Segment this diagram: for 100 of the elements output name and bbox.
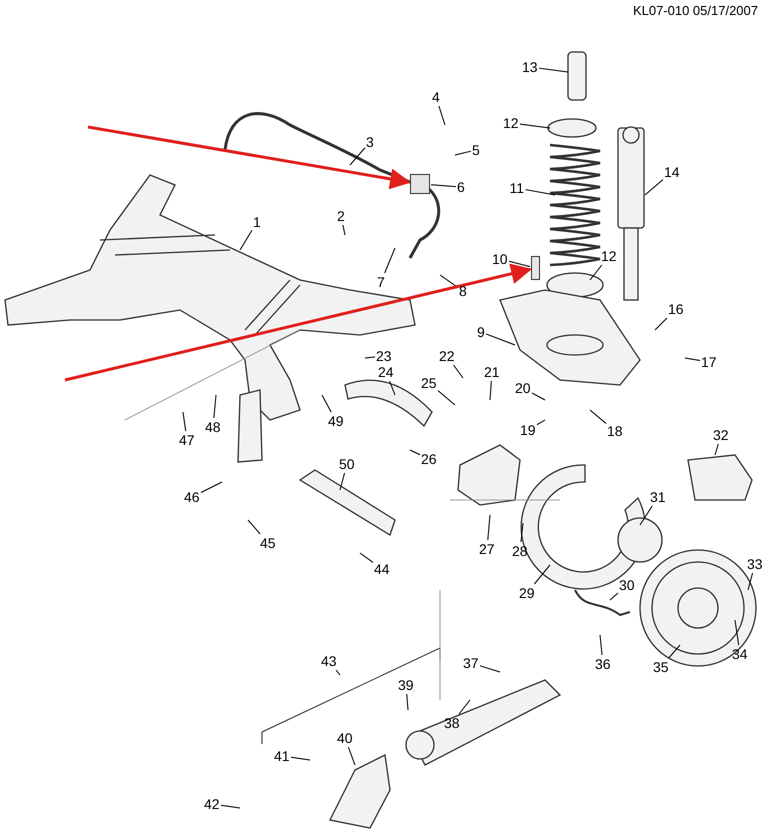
leader-line — [458, 700, 470, 714]
leader-line — [748, 572, 754, 590]
callout-number: 1 — [253, 214, 261, 230]
leader-line — [453, 364, 464, 378]
callout-number: 39 — [398, 677, 414, 693]
callout-number: 9 — [477, 324, 485, 340]
leader-line — [348, 746, 356, 766]
leader-line — [600, 634, 603, 656]
leader-line — [654, 318, 668, 330]
leader-line — [406, 694, 408, 710]
leader-line — [182, 412, 186, 432]
leader-line — [520, 124, 550, 128]
callout-number: 22 — [439, 348, 455, 364]
callout-number: 31 — [650, 489, 666, 505]
leader-line — [454, 150, 472, 156]
leader-line — [342, 224, 346, 236]
callout-number: 43 — [321, 653, 337, 669]
leader-line — [340, 472, 346, 490]
leader-line — [364, 356, 376, 358]
callout-number: 10 — [492, 251, 508, 267]
leader-line — [200, 482, 222, 493]
leader-line — [430, 184, 456, 188]
callout-number: 26 — [421, 451, 437, 467]
callout-number: 25 — [421, 375, 437, 391]
leader-line — [684, 358, 700, 361]
leader-line — [714, 444, 719, 456]
callout-number: 18 — [607, 423, 623, 439]
leader-line — [220, 804, 240, 808]
callout-number: 3 — [366, 134, 374, 150]
callout-number: 28 — [512, 543, 528, 559]
callout-number: 16 — [668, 301, 684, 317]
leader-line — [486, 333, 516, 346]
callout-number: 6 — [457, 179, 465, 195]
leader-line — [538, 68, 568, 72]
callout-number: 38 — [444, 715, 460, 731]
callout-number: 37 — [463, 655, 479, 671]
leader-line — [640, 506, 653, 526]
leader-line — [248, 520, 261, 534]
leader-line — [290, 756, 310, 760]
leader-line — [525, 189, 556, 196]
leader-line — [644, 179, 664, 196]
callout-number: 2 — [337, 208, 345, 224]
callout-number: 48 — [205, 419, 221, 435]
leader-line — [508, 260, 530, 268]
callout-number: 50 — [339, 456, 355, 472]
callout-number: 33 — [747, 556, 763, 572]
callout-number: 23 — [376, 348, 392, 364]
callout-number: 29 — [519, 585, 535, 601]
callout-number: 34 — [732, 646, 748, 662]
leader-line — [384, 248, 396, 274]
callout-number: 27 — [479, 541, 495, 557]
callout-number: 44 — [374, 561, 390, 577]
callout-number: 36 — [595, 656, 611, 672]
callout-number: 32 — [713, 427, 729, 443]
callout-number: 17 — [701, 354, 717, 370]
leader-line — [590, 410, 606, 424]
leader-line — [350, 147, 366, 166]
callout-number: 5 — [472, 142, 480, 158]
leader-line — [336, 670, 340, 676]
callout-number: 20 — [515, 380, 531, 396]
leader-line — [322, 394, 332, 412]
callout-number: 41 — [274, 748, 290, 764]
callout-number: 12 — [601, 248, 617, 264]
leader-line — [440, 274, 458, 288]
leader-line — [520, 522, 524, 542]
callout-number: 12 — [503, 115, 519, 131]
leader-line — [240, 230, 252, 250]
callout-number: 40 — [337, 730, 353, 746]
leader-line — [536, 420, 546, 426]
bushing-block — [410, 174, 430, 194]
arrow — [88, 126, 412, 190]
arrow — [64, 263, 532, 382]
leader-line — [410, 450, 420, 456]
leader-line — [734, 620, 740, 646]
callout-number: 4 — [432, 89, 440, 105]
leader-line — [534, 564, 550, 584]
leader-line — [532, 392, 546, 400]
leader-line — [389, 380, 396, 396]
drawing-reference: KL07-010 05/17/2007 — [632, 3, 758, 18]
leader-line — [487, 514, 490, 540]
leader-line — [213, 394, 216, 418]
leader-line — [668, 644, 680, 658]
callout-number: 46 — [184, 489, 200, 505]
callout-number: 8 — [459, 283, 467, 299]
callout-number: 49 — [328, 413, 344, 429]
link-rod — [531, 256, 540, 280]
callout-number: 45 — [260, 535, 276, 551]
leader-line — [610, 592, 618, 600]
leader-line — [590, 264, 602, 280]
leader-line — [490, 380, 492, 400]
callout-number: 30 — [619, 577, 635, 593]
callout-number: 24 — [378, 364, 394, 380]
callout-number: 35 — [653, 659, 669, 675]
leader-line — [360, 552, 374, 563]
leader-line — [438, 106, 446, 126]
leader-line — [438, 390, 456, 406]
leader-line — [480, 665, 500, 672]
callout-number: 11 — [510, 180, 524, 196]
callout-number: 14 — [664, 164, 680, 180]
callout-number: 42 — [204, 796, 220, 812]
